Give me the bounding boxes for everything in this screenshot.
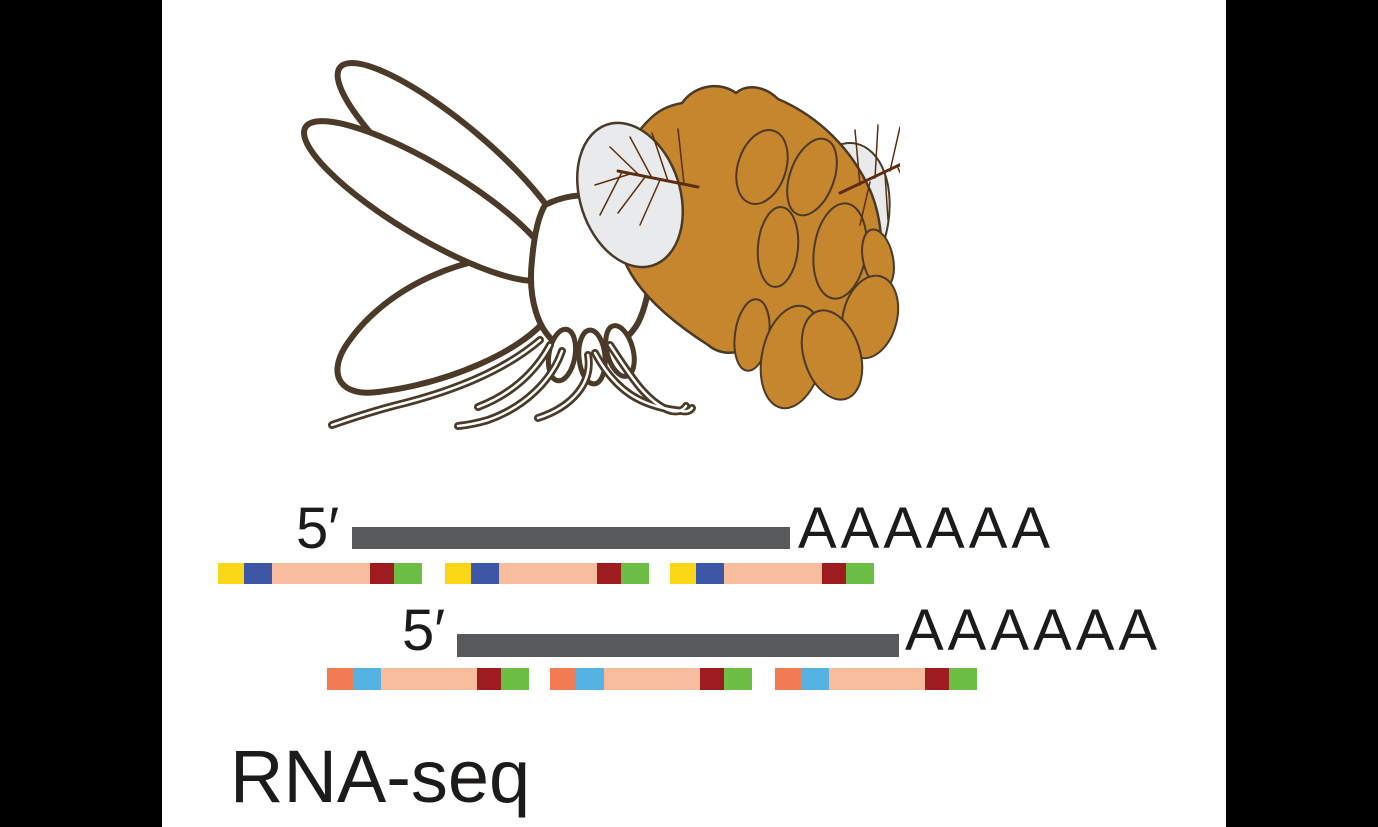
letterbox-left	[0, 0, 162, 827]
read-segment-light-blue	[353, 668, 381, 690]
read-segment-yellow	[218, 563, 244, 584]
fly-head	[575, 85, 900, 410]
fly-body	[301, 59, 696, 430]
read-segment-dark-red	[597, 563, 621, 584]
sequencing-read	[670, 563, 874, 584]
transcript-bar	[352, 527, 790, 549]
read-segment-salmon	[272, 563, 370, 584]
read-segment-green	[621, 563, 649, 584]
read-segment-light-blue	[576, 668, 604, 690]
fly-face-plates	[733, 129, 900, 410]
read-segment-salmon	[604, 668, 700, 690]
read-segment-dark-red	[477, 668, 501, 690]
transcript-bar	[457, 634, 899, 657]
polya-label: AAAAAA	[798, 496, 1055, 561]
read-segment-salmon	[724, 563, 822, 584]
sequencing-read	[327, 668, 529, 690]
read-segment-blue	[696, 563, 724, 584]
read-segment-green	[501, 668, 529, 690]
read-segment-dark-red	[370, 563, 394, 584]
five-prime-label: 5′	[296, 496, 340, 561]
polya-label: AAAAAA	[905, 598, 1162, 663]
read-segment-yellow	[445, 563, 471, 584]
read-segment-green	[846, 563, 874, 584]
read-segment-salmon	[381, 668, 477, 690]
read-segment-orange	[550, 668, 576, 690]
read-segment-orange	[327, 668, 353, 690]
read-segment-green	[949, 668, 977, 690]
read-segment-green	[724, 668, 752, 690]
rnaseq-caption: RNA-seq	[230, 735, 531, 818]
read-segment-dark-red	[700, 668, 724, 690]
five-prime-label: 5′	[402, 598, 446, 663]
read-segment-green	[394, 563, 422, 584]
read-segment-salmon	[829, 668, 925, 690]
read-segment-orange	[775, 668, 801, 690]
read-segment-dark-red	[822, 563, 846, 584]
read-segment-salmon	[499, 563, 597, 584]
fly-bristles-icon	[594, 124, 900, 226]
sequencing-read	[550, 668, 752, 690]
read-segment-blue	[244, 563, 272, 584]
read-segment-dark-red	[925, 668, 949, 690]
sequencing-read	[445, 563, 649, 584]
fly-illustration	[301, 59, 900, 430]
fly-legs-inner	[330, 338, 694, 428]
sequencing-read	[775, 668, 977, 690]
read-segment-blue	[471, 563, 499, 584]
letterbox-right	[1226, 0, 1378, 827]
fly-left-eye-icon	[575, 121, 685, 269]
read-segment-light-blue	[801, 668, 829, 690]
read-segment-yellow	[670, 563, 696, 584]
sequencing-read	[218, 563, 422, 584]
